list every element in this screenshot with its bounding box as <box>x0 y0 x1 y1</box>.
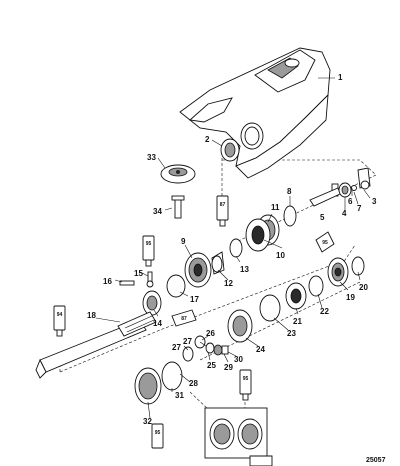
inset-seal-left <box>209 418 235 450</box>
callout-11: 11 <box>271 203 280 212</box>
water-pump-base-part-33 <box>160 164 196 184</box>
callout-7: 7 <box>357 204 362 213</box>
callout-29: 29 <box>224 363 233 372</box>
callout-21: 21 <box>293 317 302 326</box>
callout-2: 2 <box>205 135 210 144</box>
callout-23: 23 <box>287 329 296 338</box>
callout-9: 9 <box>181 237 186 246</box>
callout-3: 3 <box>372 197 377 206</box>
gear-part-9 <box>184 252 212 288</box>
callout-32: 32 <box>143 417 152 426</box>
tube-label-2: 87 <box>220 202 226 208</box>
callout-12: 12 <box>224 279 233 288</box>
callout-1: 1 <box>338 73 343 82</box>
callout-10: 10 <box>276 251 285 260</box>
callout-20: 20 <box>359 283 368 292</box>
callout-28: 28 <box>189 379 198 388</box>
callout-31: 31 <box>175 391 184 400</box>
tube-label-7: 95 <box>155 430 161 436</box>
sleeve-part-12 <box>211 251 225 275</box>
lubricant-tube-3: 94 <box>53 305 66 337</box>
callout-13: 13 <box>240 265 249 274</box>
callout-8: 8 <box>287 187 292 196</box>
tube-label-1: 95 <box>146 241 152 247</box>
bearing-cup-inner <box>244 126 260 146</box>
shim-part-8 <box>283 205 297 227</box>
ring-part-22 <box>308 275 324 297</box>
callout-30: 30 <box>234 355 243 364</box>
callout-18: 18 <box>87 311 96 320</box>
ring-part-23 <box>259 294 281 322</box>
shift-assembly <box>309 167 371 207</box>
callout-17: 17 <box>190 295 199 304</box>
bearing-part-21 <box>285 282 307 310</box>
lubricant-tube-1: 95 <box>142 235 155 267</box>
callout-15: 15 <box>134 269 143 278</box>
callout-16: 16 <box>103 277 112 286</box>
tube-label-5: 95 <box>322 240 328 246</box>
tube-label-6: 95 <box>243 376 249 382</box>
reverse-gear-part-19 <box>327 257 349 287</box>
callout-19: 19 <box>346 293 355 302</box>
lubricant-tube-4: 87 <box>171 309 197 327</box>
drive-shaft-part-18 <box>35 311 157 379</box>
callout-6: 6 <box>348 197 353 206</box>
bearing-part-10-11 <box>245 214 280 252</box>
callout-labels: 1 2 3 4 5 6 7 8 9 10 11 12 13 14 15 16 1… <box>87 73 377 426</box>
callout-33: 33 <box>147 153 156 162</box>
lubricant-tube-8 <box>249 455 273 466</box>
callout-34: 34 <box>153 207 162 216</box>
callout-22: 22 <box>320 307 329 316</box>
figure-number: 25057 <box>366 457 386 464</box>
bolt-part-34 <box>171 195 185 219</box>
callout-24: 24 <box>256 345 265 354</box>
pin-part-16 <box>119 280 135 286</box>
lubricant-tube-7: 95 <box>151 423 164 449</box>
lubricant-tube-5: 95 <box>315 231 335 253</box>
lubricant-tube-6: 95 <box>239 369 252 401</box>
lubricant-tube-2: 87 <box>216 195 229 227</box>
callout-14: 14 <box>153 319 162 328</box>
callout-27b: 27 <box>172 343 181 352</box>
bearing-race-part-2 <box>220 138 240 162</box>
gear-housing <box>179 47 331 179</box>
callout-25: 25 <box>207 361 216 370</box>
tube-label-3: 94 <box>57 312 63 318</box>
carrier-part-24 <box>227 309 253 343</box>
ring-part-13 <box>229 238 243 258</box>
washer-part-20 <box>351 256 365 276</box>
callout-5: 5 <box>320 213 325 222</box>
callout-4: 4 <box>342 209 347 218</box>
seal-part-32 <box>134 367 162 405</box>
callout-27a: 27 <box>183 337 192 346</box>
tube-label-4: 87 <box>181 316 187 322</box>
pinion-gear-part-14 <box>142 290 162 316</box>
o-ring-part-17 <box>166 274 186 298</box>
pin-part-15 <box>146 271 154 288</box>
callout-26: 26 <box>206 329 215 338</box>
leader-lines <box>95 77 371 419</box>
ring-part-31 <box>161 361 183 391</box>
inset-seal-right <box>237 418 263 450</box>
